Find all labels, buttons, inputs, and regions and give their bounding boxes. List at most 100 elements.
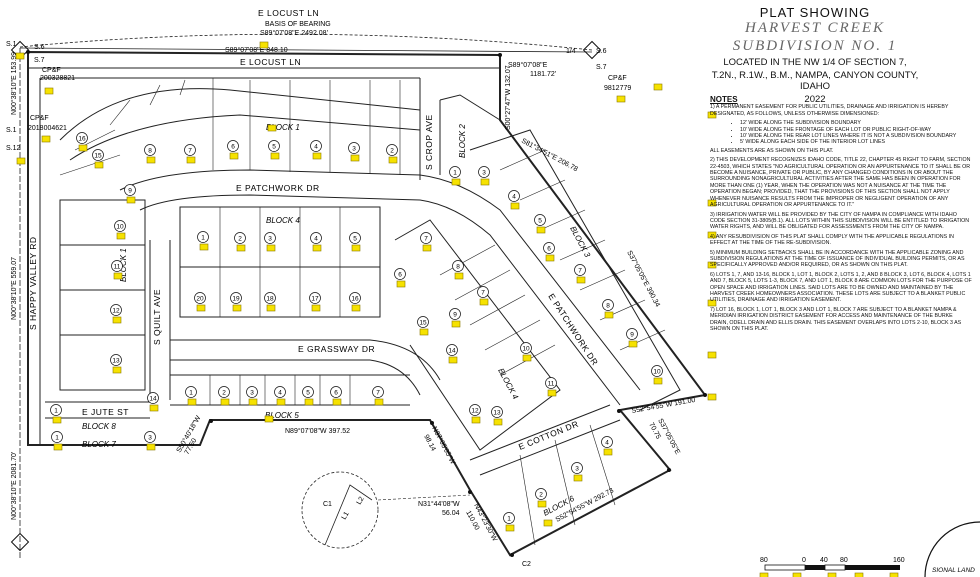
comment-note-icon[interactable] [576,276,586,284]
comment-note-icon[interactable] [396,280,406,288]
comment-note-icon[interactable] [229,152,239,160]
comment-note-icon[interactable] [220,398,230,406]
comment-note-icon[interactable] [707,199,717,207]
title-line2: HARVEST CREEK [744,20,886,36]
lot-number-circle [147,392,159,404]
comment-note-icon[interactable] [304,398,314,406]
comment-note-icon[interactable] [536,226,546,234]
comment-note-icon[interactable] [510,202,520,210]
comment-note-icon[interactable] [493,418,503,426]
comment-note-icon[interactable] [451,320,461,328]
title-line1: PLAT SHOWING [759,5,871,20]
lot-number: 14 [149,395,157,402]
comment-note-icon[interactable] [454,272,464,280]
comment-note-icon[interactable] [543,519,553,527]
comment-note-icon[interactable] [854,572,864,577]
bearing-west-1: N00°38'10"E 153.99 [10,52,18,115]
lot-number-circle [571,462,583,474]
comment-note-icon[interactable] [374,398,384,406]
comment-note-icon[interactable] [471,416,481,424]
comment-note-icon[interactable] [545,254,555,262]
comment-note-icon[interactable] [16,157,26,165]
lot-number: 3 [250,389,254,396]
comment-note-icon[interactable] [126,196,136,204]
comment-note-icon[interactable] [505,524,515,532]
comment-note-icon[interactable] [113,272,123,280]
comment-note-icon[interactable] [422,244,432,252]
comment-note-icon[interactable] [266,304,276,312]
comment-note-icon[interactable] [707,351,717,359]
comment-note-icon[interactable] [232,304,242,312]
lot-number: 16 [78,135,86,142]
comment-note-icon[interactable] [603,448,613,456]
comment-note-icon[interactable] [332,398,342,406]
comment-note-icon[interactable] [350,154,360,162]
comment-note-icon[interactable] [276,398,286,406]
comment-note-icon[interactable] [236,244,246,252]
comment-note-icon[interactable] [792,572,802,577]
curve-label: L1 [341,511,351,521]
comment-note-icon[interactable] [759,572,769,577]
comment-note-icon[interactable] [628,340,638,348]
comment-note-icon[interactable] [351,244,361,252]
comment-note-icon[interactable] [480,178,490,186]
comment-note-icon[interactable] [15,52,25,60]
comment-note-icon[interactable] [53,443,63,451]
comment-note-icon[interactable] [419,328,429,336]
comment-note-icon[interactable] [266,244,276,252]
comment-note-icon[interactable] [146,443,156,451]
comment-note-icon[interactable] [479,298,489,306]
comment-note-icon[interactable] [312,244,322,252]
comment-note-icon[interactable] [351,304,361,312]
comment-note-icon[interactable] [547,389,557,397]
comment-note-icon[interactable] [889,572,899,577]
comment-note-icon[interactable] [707,231,717,239]
comment-note-icon[interactable] [653,377,663,385]
comment-note-icon[interactable] [448,356,458,364]
seal-text: SIONAL LAND [932,567,975,574]
corner-quarter: 1/4 [566,48,576,55]
comment-note-icon[interactable] [149,404,159,412]
comment-note-icon[interactable] [451,178,461,186]
comment-note-icon[interactable] [112,366,122,374]
comment-note-icon[interactable] [94,161,104,169]
comment-note-icon[interactable] [112,316,122,324]
comment-note-icon[interactable] [707,111,717,119]
comment-note-icon[interactable] [537,500,547,508]
lot-number-circle [185,386,197,398]
comment-note-icon[interactable] [116,232,126,240]
comment-note-icon[interactable] [707,299,717,307]
comment-note-icon[interactable] [312,152,322,160]
comment-note-icon[interactable] [573,474,583,482]
cpf-number: 9812779 [604,85,631,92]
lot-number: 2 [539,491,543,498]
comment-note-icon[interactable] [78,144,88,152]
comment-note-icon[interactable] [827,572,837,577]
lot-number-circle [302,386,314,398]
comment-note-icon[interactable] [186,156,196,164]
comment-note-icon[interactable] [199,243,209,251]
comment-note-icon[interactable] [616,95,626,103]
curve-label: C1 [323,501,332,508]
comment-note-icon[interactable] [264,415,274,423]
lot-number-circle [626,328,638,340]
bearing-curve2: N31°44'08"W [418,500,460,508]
comment-note-icon[interactable] [41,135,51,143]
comment-note-icon[interactable] [522,354,532,362]
comment-note-icon[interactable] [267,124,277,132]
comment-note-icon[interactable] [187,398,197,406]
comment-note-icon[interactable] [146,156,156,164]
comment-note-icon[interactable] [604,311,614,319]
comment-note-icon[interactable] [196,304,206,312]
comment-note-icon[interactable] [653,83,663,91]
comment-note-icon[interactable] [259,41,269,49]
comment-note-icon[interactable] [707,393,717,401]
comment-note-icon[interactable] [311,304,321,312]
comment-note-icon[interactable] [270,152,280,160]
comment-note-icon[interactable] [248,398,258,406]
comment-note-icon[interactable] [44,87,54,95]
comment-note-icon[interactable] [52,416,62,424]
street-patchwork: E PATCHWORK DR [236,183,320,193]
comment-note-icon[interactable] [388,156,398,164]
comment-note-icon[interactable] [707,261,717,269]
